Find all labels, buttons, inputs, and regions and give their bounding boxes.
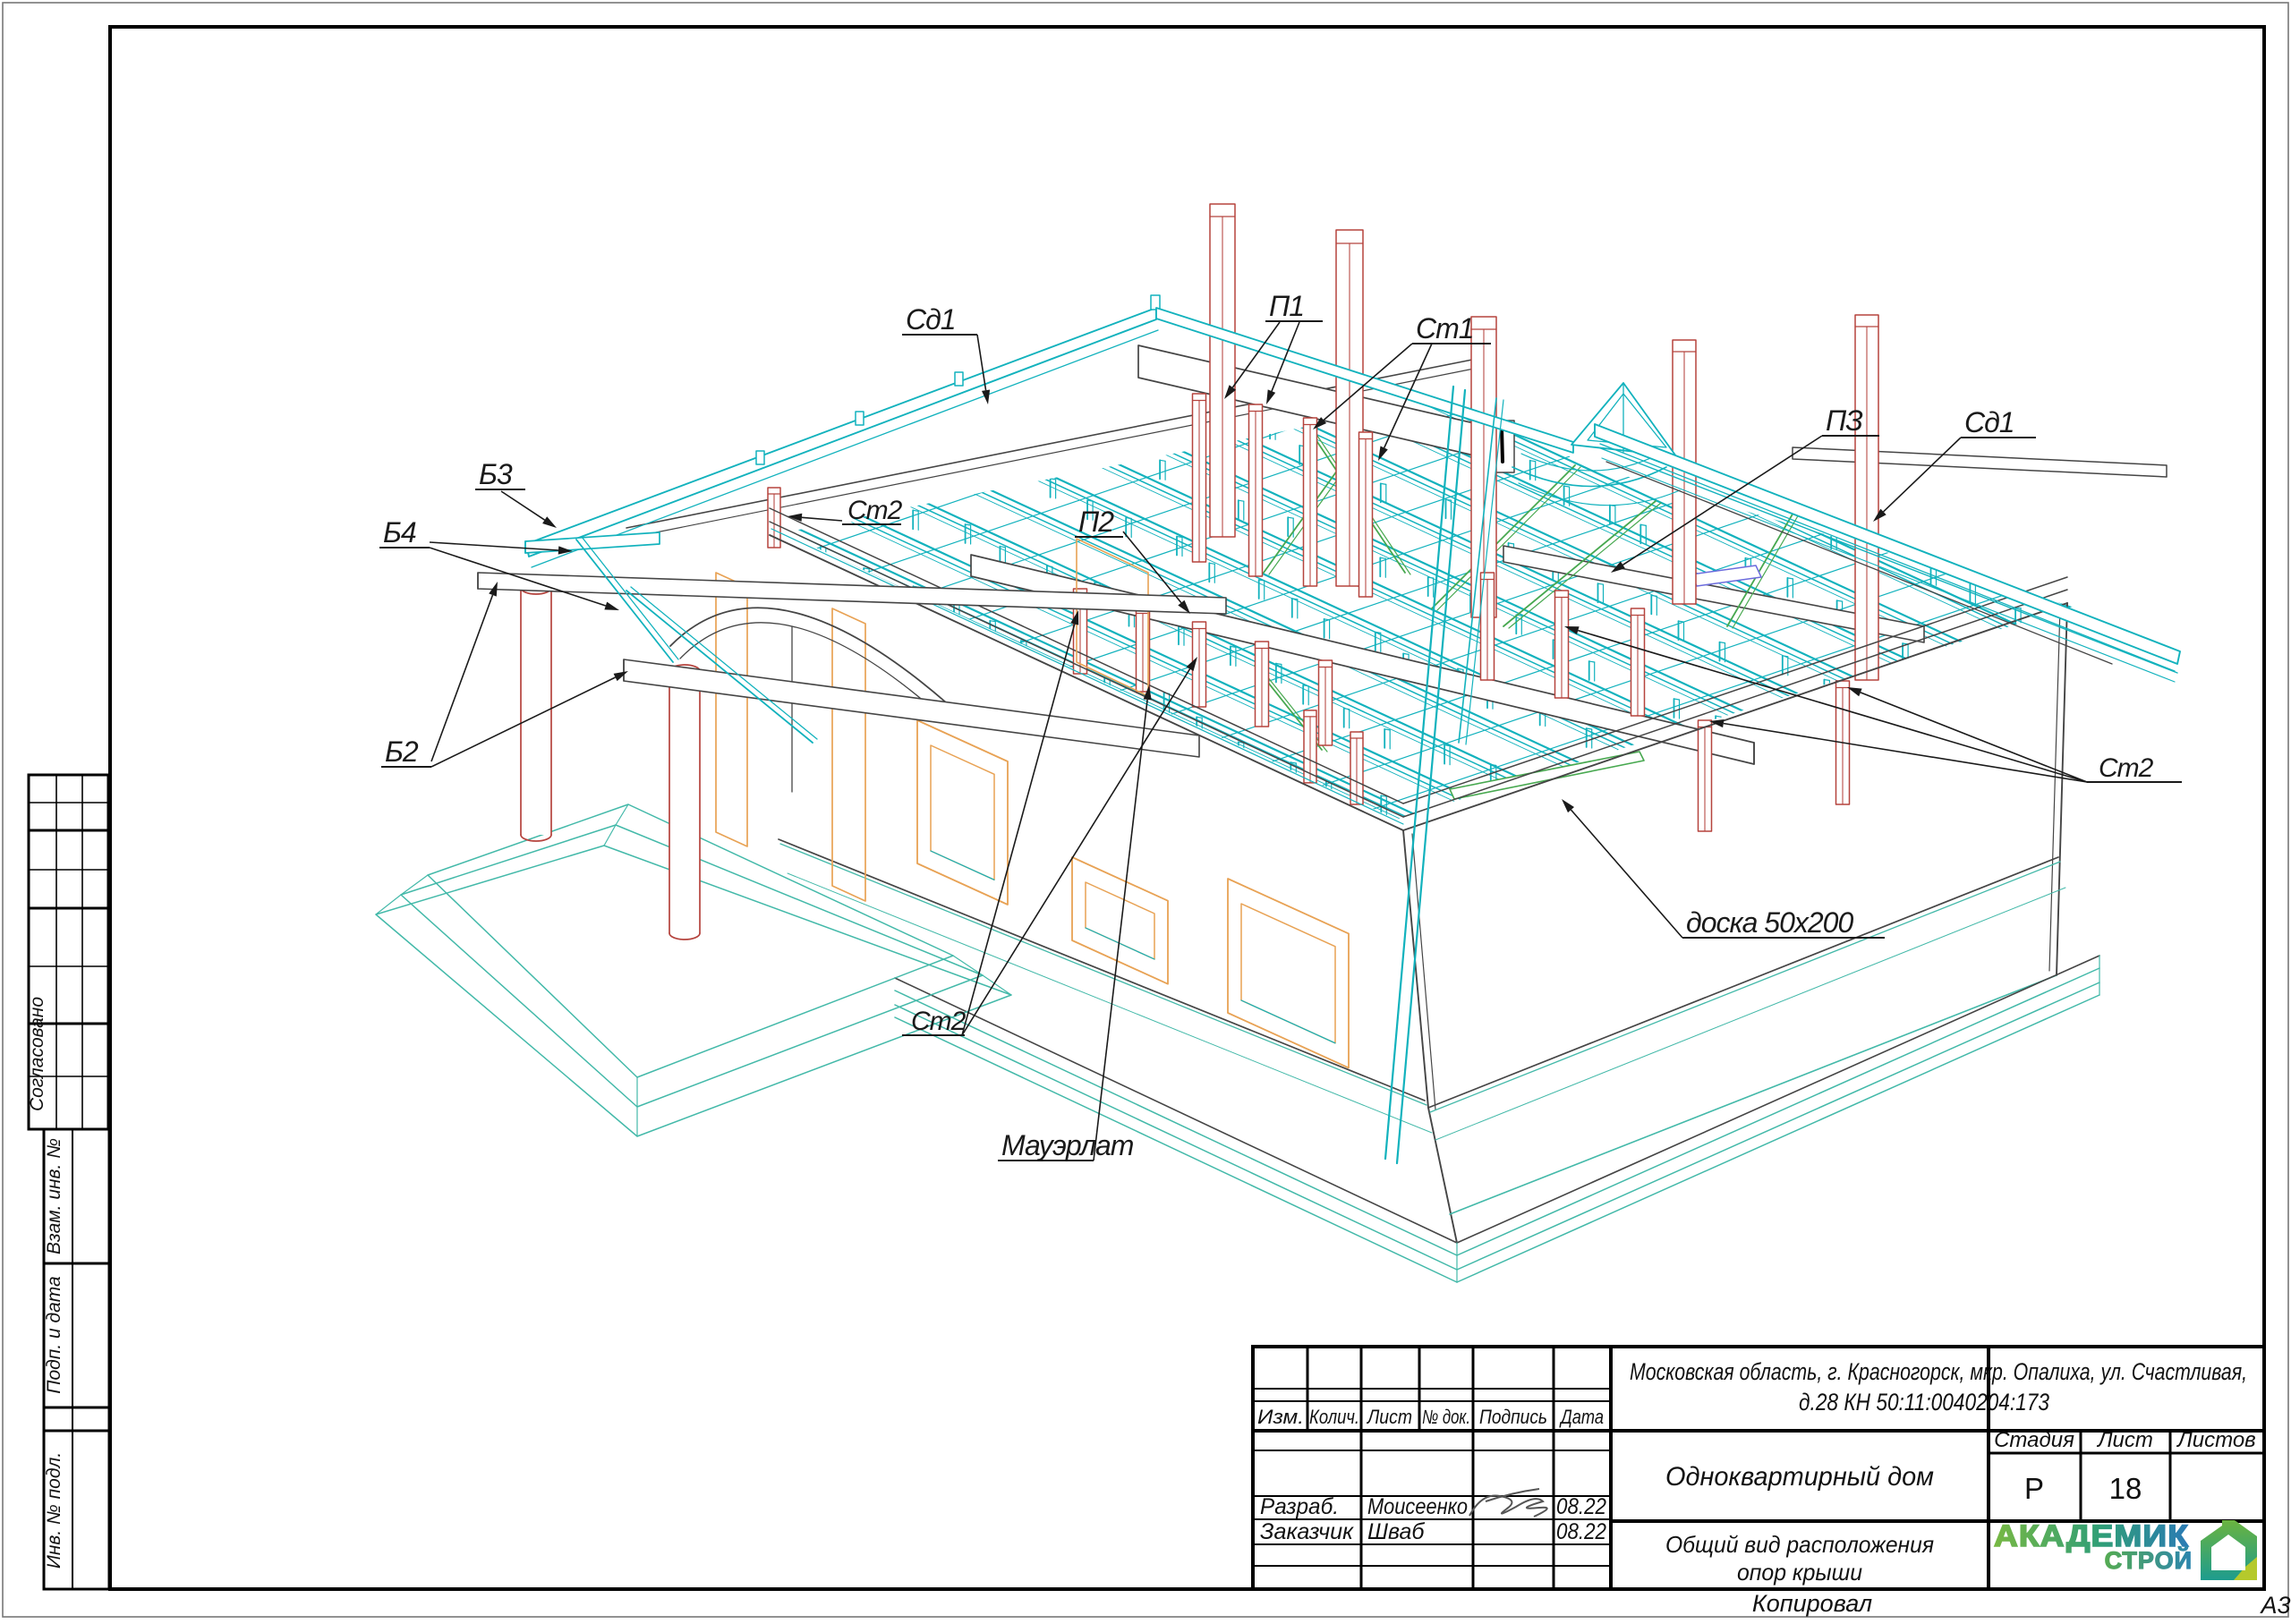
svg-text:Изм.: Изм. [1257, 1406, 1304, 1428]
svg-text:Р: Р [2024, 1472, 2044, 1505]
svg-text:Сд1: Сд1 [1964, 406, 2014, 438]
svg-text:Сд1: Сд1 [906, 303, 956, 336]
svg-text:АКАДЕМИК: АКАДЕМИК [1994, 1519, 2189, 1553]
svg-text:№ док.: № док. [1422, 1406, 1470, 1428]
svg-text:Московская область, г. Красног: Московская область, г. Красногорск, мкр.… [1630, 1358, 2247, 1385]
svg-text:Б2: Б2 [385, 735, 419, 768]
svg-text:опор крыши: опор крыши [1737, 1559, 1862, 1586]
svg-text:Ст2: Ст2 [847, 496, 903, 525]
svg-text:СТРОЙ: СТРОЙ [2105, 1546, 2193, 1574]
svg-text:Б4: Б4 [383, 516, 416, 548]
svg-text:Шваб: Шваб [1367, 1519, 1425, 1544]
svg-text:Ст2: Ст2 [911, 1007, 967, 1036]
svg-text:08.22: 08.22 [1556, 1494, 1606, 1519]
svg-text:Подп. и дата: Подп. и дата [44, 1276, 64, 1393]
svg-text:Инв. № подл.: Инв. № подл. [44, 1452, 64, 1569]
svg-text:Ст1: Ст1 [1416, 312, 1474, 344]
svg-text:П2: П2 [1078, 506, 1114, 538]
svg-text:Взам. инв. №: Взам. инв. № [44, 1138, 64, 1254]
svg-text:Б3: Б3 [479, 458, 513, 490]
svg-text:Общий вид расположения: Общий вид расположения [1665, 1531, 1934, 1558]
svg-text:Ст2: Ст2 [2099, 753, 2154, 783]
svg-text:Заказчик: Заказчик [1260, 1519, 1354, 1544]
svg-text:ПЗ: ПЗ [1826, 404, 1862, 437]
svg-text:Лист: Лист [1366, 1406, 1412, 1428]
svg-text:Копировал: Копировал [1752, 1590, 1872, 1617]
svg-text:А3: А3 [2259, 1592, 2290, 1619]
svg-text:Мауэрлат: Мауэрлат [1001, 1129, 1134, 1161]
svg-text:доска 50х200: доска 50х200 [1686, 906, 1853, 939]
svg-text:П1: П1 [1269, 290, 1304, 322]
svg-text:Разраб.: Разраб. [1260, 1494, 1339, 1519]
svg-text:д.28 КН 50:11:0040204:173: д.28 КН 50:11:0040204:173 [1799, 1389, 2049, 1416]
svg-text:08.22: 08.22 [1556, 1519, 1606, 1544]
svg-text:Моисеенко: Моисеенко [1367, 1494, 1468, 1519]
svg-text:Лист: Лист [2096, 1428, 2153, 1452]
svg-text:Подпись: Подпись [1479, 1406, 1547, 1428]
svg-text:Дата: Дата [1559, 1406, 1604, 1428]
svg-text:Колич.: Колич. [1309, 1406, 1359, 1428]
svg-text:Согласовано: Согласовано [27, 997, 47, 1111]
svg-text:Стадия: Стадия [1994, 1428, 2074, 1452]
svg-text:18: 18 [2109, 1472, 2142, 1505]
svg-text:Листов: Листов [2176, 1428, 2255, 1452]
svg-text:Одноквартирный дом: Одноквартирный дом [1665, 1462, 1934, 1492]
